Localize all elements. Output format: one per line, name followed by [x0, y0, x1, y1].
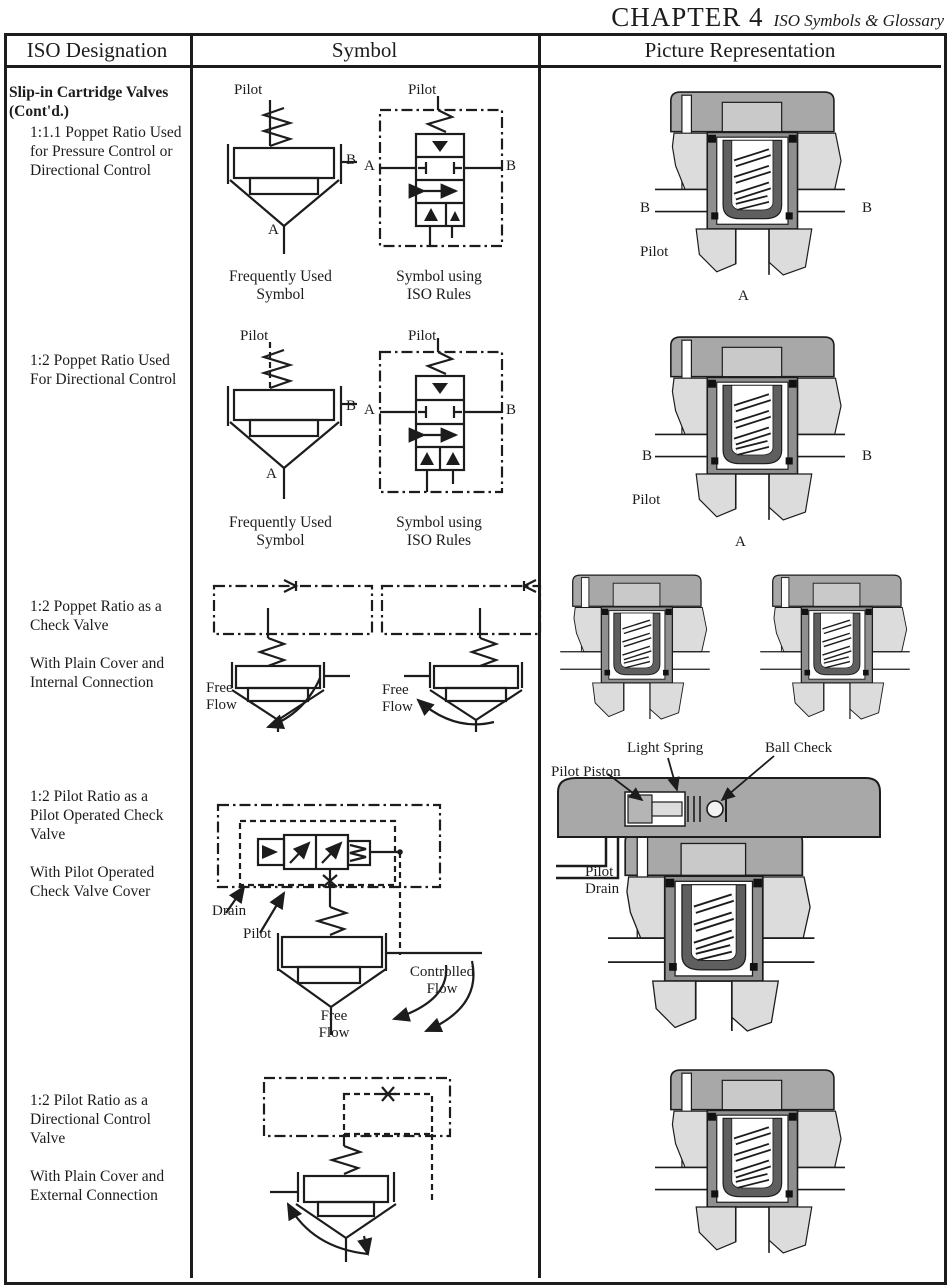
- column-divider-2: [538, 34, 541, 1278]
- light-spring-label: Light Spring: [627, 740, 704, 756]
- symbol-pilot-operated-check: [216, 803, 482, 1035]
- symbol-directional-control: [262, 1076, 452, 1262]
- designation-row4: 1:2 Pilot Ratio as a Pilot Operated Chec…: [30, 788, 164, 900]
- chapter-header: CHAPTER 4 ISO Symbols & Glossary: [611, 2, 944, 33]
- pic-a-r1: A: [738, 288, 749, 304]
- pilot-drain-label: Pilot Drain: [585, 864, 620, 897]
- free-flow-label-right: Free Flow: [382, 682, 413, 715]
- drain-label: Drain: [212, 903, 247, 919]
- pic-b-right-r1: B: [862, 200, 873, 216]
- port-b-r1-left: B: [346, 152, 357, 168]
- picture-pilot-operated-cover: [556, 755, 881, 1057]
- picture-cartridge-row2: [655, 333, 845, 539]
- pilot-label-r2-right: Pilot: [408, 328, 437, 344]
- port-b-r2-right: B: [506, 402, 517, 418]
- caption-iso-rules-r2: Symbol using ISO Rules: [396, 514, 482, 549]
- symbol-iso-rules-row1: [378, 96, 504, 248]
- header-divider: [4, 65, 941, 68]
- chapter-subtitle: ISO Symbols & Glossary: [773, 11, 944, 30]
- picture-cartridge-row1: [655, 88, 845, 294]
- symbol-iso-rules-row2: [378, 338, 504, 494]
- pilot-label-r1-right: Pilot: [408, 82, 437, 98]
- symbol-check-valve-right: [380, 579, 542, 732]
- free-flow-label-r4: Free Flow: [318, 1008, 350, 1041]
- column-header-symbol: Symbol: [331, 38, 398, 62]
- designation-row5: 1:2 Pilot Ratio as a Directional Control…: [30, 1092, 165, 1204]
- symbol-check-valve-left: [212, 579, 374, 732]
- picture-cartridge-row5: [655, 1066, 845, 1272]
- pic-b-left-r2: B: [642, 448, 653, 464]
- chapter-title: CHAPTER 4: [611, 2, 764, 32]
- port-b-r1-right: B: [506, 158, 517, 174]
- port-a-r2-right: A: [364, 402, 375, 418]
- port-a-r2-left: A: [266, 466, 277, 482]
- caption-frequently-used-r2: Frequently Used Symbol: [229, 514, 332, 549]
- ball-check-label: Ball Check: [765, 740, 833, 756]
- column-header-picture: Picture Representation: [644, 38, 836, 62]
- pilot-piston-label: Pilot Piston: [551, 764, 621, 780]
- column-header-iso-designation: ISO Designation: [26, 38, 168, 62]
- pic-pilot-r2: Pilot: [632, 492, 661, 508]
- caption-iso-rules-r1: Symbol using ISO Rules: [396, 268, 482, 303]
- designation-row2: 1:2 Poppet Ratio Used For Directional Co…: [30, 352, 177, 388]
- symbol-frequently-used-row2: [226, 342, 357, 499]
- port-b-r2-left: B: [346, 398, 357, 414]
- designation-row1: 1:1.1 Poppet Ratio Used for Pressure Con…: [30, 124, 182, 179]
- pic-b-left-r1: B: [640, 200, 651, 216]
- pilot-label-r4: Pilot: [243, 926, 272, 942]
- symbol-frequently-used-row1: [226, 100, 357, 254]
- controlled-flow-label: Controlled Flow: [409, 964, 475, 997]
- designation-row3: 1:2 Poppet Ratio as a Check Valve With P…: [30, 598, 165, 691]
- port-a-r1-left: A: [268, 222, 279, 238]
- port-a-r1-right: A: [364, 158, 375, 174]
- caption-frequently-used-r1: Frequently Used Symbol: [229, 268, 332, 303]
- pic-pilot-r1: Pilot: [640, 244, 669, 260]
- picture-cartridge-row3-left: [560, 572, 710, 734]
- pilot-label-r1-left: Pilot: [234, 82, 263, 98]
- pic-b-right-r2: B: [862, 448, 873, 464]
- free-flow-label-left: Free Flow: [206, 680, 237, 713]
- pilot-label-r2-left: Pilot: [240, 328, 269, 344]
- pic-a-r2: A: [735, 534, 746, 550]
- designation-heading-row1: Slip-in Cartridge Valves (Cont'd.): [9, 84, 169, 120]
- symbols-table-frame: [4, 33, 947, 1285]
- picture-cartridge-row3-right: [760, 572, 910, 734]
- column-divider-1: [190, 34, 193, 1278]
